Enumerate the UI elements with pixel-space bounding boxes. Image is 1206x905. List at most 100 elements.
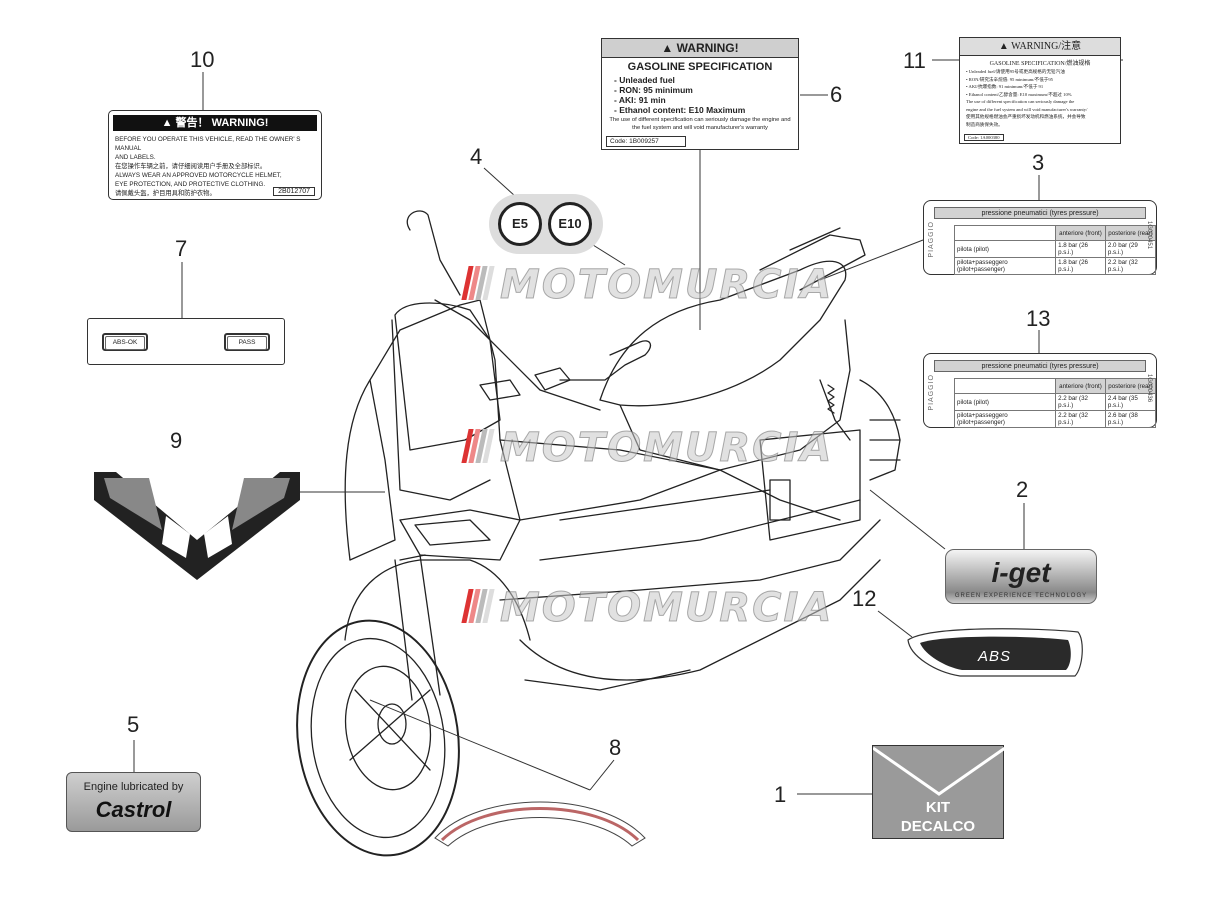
warning-label-10: ▲ 警告！ WARNING! BEFORE YOU OPERATE THIS V… [108,110,322,200]
chevron-decal-9 [94,472,300,580]
abs-text: ABS [978,648,1012,665]
column-header: anteriore (front) [1055,225,1106,241]
kit-text: KIT DECALCO [873,798,1003,836]
table-cell: 2.2 bar (32 p.s.i.) [1055,410,1106,428]
callout-8: 8 [609,735,622,760]
gasoline-warning-label-11: ▲ WARNING/注意 GASOLINE SPECIFICATION/燃油规格… [959,37,1121,144]
label-line: - RON: 95 minimum [614,85,693,95]
label-title: GASOLINE SPECIFICATION/燃油规格 [989,61,1091,67]
callout-13: 13 [1026,306,1051,331]
label-header-text: WARNING/注意 [1011,41,1082,52]
label-line: BEFORE YOU OPERATE THIS VEHICLE, READ TH… [115,136,301,152]
table-row: pilota+passeggero (pilot+passenger) 2.2 … [953,410,1157,428]
castrol-label-5: Engine lubricated by Castrol [66,772,201,832]
callout-2: 2 [1016,477,1029,502]
label-line: - Unleaded fuel [614,75,675,85]
label-line: • AKI/抗爆指数: 91 minimum/不低于 91 [966,84,1044,89]
label-line: KIT [925,799,951,816]
warning-triangle-icon: ▲ [661,41,677,55]
warning-triangle-icon: ▲ [998,41,1012,52]
label-title: pressione pneumatici (tyres pressure) [934,360,1146,372]
watermark-text: MOTOMURCIA [499,425,834,472]
label-line: The use of different specification can s… [966,99,1075,104]
label-header-text: 警告！ WARNING! [175,117,269,129]
callout-1: 1 [774,782,787,807]
iget-logo: i-get [991,557,1051,588]
label-line: • RON/研究法辛烷值: 95 minimum/不低于95 [966,76,1053,82]
label-code: 1G000451 [1146,221,1152,250]
iget-subtitle: GREEN EXPERIENCE TECHNOLOGY [954,593,1088,599]
column-header: posteriore (rear) [1104,225,1157,241]
arc-decal-8 [434,801,646,847]
label-line: engine and the fuel system and will void… [966,106,1088,112]
table-cell: 2.2 bar (32 p.s.i.) [1104,257,1157,275]
label-title: GASOLINE SPECIFICATION [627,61,773,73]
label-line: Engine lubricated by [83,781,184,793]
label-header-text: WARNING! [676,41,739,55]
label-line: AND LABELS. [115,154,156,161]
column-header: posteriore (rear) [1104,378,1157,394]
label-text: PASS [227,336,267,350]
column-header: anteriore (front) [1055,378,1106,394]
watermark-text: MOTOMURCIA [499,262,834,309]
iget-badge-2: i-get GREEN EXPERIENCE TECHNOLOGY [945,549,1097,604]
table-row: pilota (pilot) 2.2 bar (32 p.s.i.) 2.4 b… [953,393,1157,411]
callout-7: 7 [175,236,188,261]
abs-ok-button-label: ABS-OK [102,333,148,351]
label-line: 请佩戴头盔，护目用具和防护衣物。 [115,190,216,197]
label-line: • Unleaded fuel/请使用95号或更高规格的无铅汽油 [966,69,1065,74]
table-cell: pilota+passeggero (pilot+passenger) [953,257,1057,275]
envelope-icon [873,746,1005,796]
label-line: DECALCO [900,818,976,835]
label-title: pressione pneumatici (tyres pressure) [934,207,1146,219]
e5-fuel-sticker: E5 [498,202,542,246]
label-code: 1G000436 [1146,374,1152,403]
callout-6: 6 [830,82,843,107]
label-body: • Unleaded fuel/请使用95号或更高规格的无铅汽油 • RON/研… [966,68,1116,128]
label-line: 在您操作车辆之前，请仔细阅读用户手册及全部标识。 [115,163,267,170]
callout-10: 10 [190,47,215,72]
label-line: - Ethanol content: E10 Maximum [614,105,746,115]
label-line: • Ethanol content/乙醇含量: E10 maximum/不超过 … [966,91,1072,97]
tyre-pressure-label-3: PIAGGIO pressione pneumatici (tyres pres… [923,200,1157,275]
gasoline-warning-label-6: ▲ WARNING! GASOLINE SPECIFICATION - Unle… [601,38,799,150]
label-line: - AKI: 91 min [614,95,666,105]
castrol-logo: Castrol [95,797,172,822]
table-cell: 1.8 bar (26 p.s.i.) [1055,257,1106,275]
e10-fuel-sticker: E10 [548,202,592,246]
table-cell: 1.8 bar (26 p.s.i.) [1055,240,1106,258]
tyre-pressure-table: anteriore (front) posteriore (rear) pilo… [953,225,1157,275]
label-header: ▲ WARNING! [602,39,798,58]
tyre-pressure-label-13: PIAGGIO pressione pneumatici (tyres pres… [923,353,1157,428]
label-header: ▲ 警告！ WARNING! [113,115,317,131]
watermark-text: MOTOMURCIA [499,585,834,632]
callout-9: 9 [170,428,183,453]
table-cell: pilota+passeggero (pilot+passenger) [953,410,1057,428]
label-line: 使用其他规格燃油会严重损坏发动机和燃油系统，并会导致 [966,114,1086,119]
label-line: EYE PROTECTION, AND PROTECTIVE CLOTHING. [115,181,266,188]
table-row: pilota (pilot) 1.8 bar (26 p.s.i.) 2.0 b… [953,240,1157,258]
label-header: ▲ WARNING/注意 [960,38,1120,56]
label-code: 2B012707 [273,187,315,196]
label-code: Code: 1B009257 [606,136,686,147]
label-note: The use of different specification can s… [609,117,791,131]
table-row: pilota+passeggero (pilot+passenger) 1.8 … [953,257,1157,275]
label-code: Code: 1A000380 [964,134,1004,141]
label-body: BEFORE YOU OPERATE THIS VEHICLE, READ TH… [115,135,315,198]
table-cell: 2.6 bar (38 p.s.i.) [1104,410,1157,428]
kit-decal-package-1: KIT DECALCO [872,745,1005,839]
tyre-pressure-table: anteriore (front) posteriore (rear) pilo… [953,378,1157,428]
switch-label-7: ABS-OK PASS [87,318,285,365]
pass-button-label: PASS [224,333,270,351]
label-text: ABS-OK [105,336,145,350]
callout-12: 12 [852,586,877,611]
label-line: ALWAYS WEAR AN APPROVED MOTORCYCLE HELME… [115,172,282,179]
label-body: - Unleaded fuel - RON: 95 minimum - AKI:… [614,75,745,115]
warning-triangle-icon: ▲ [161,117,176,129]
callout-5: 5 [127,712,140,737]
callout-4: 4 [470,144,483,169]
callout-11: 11 [903,48,926,73]
